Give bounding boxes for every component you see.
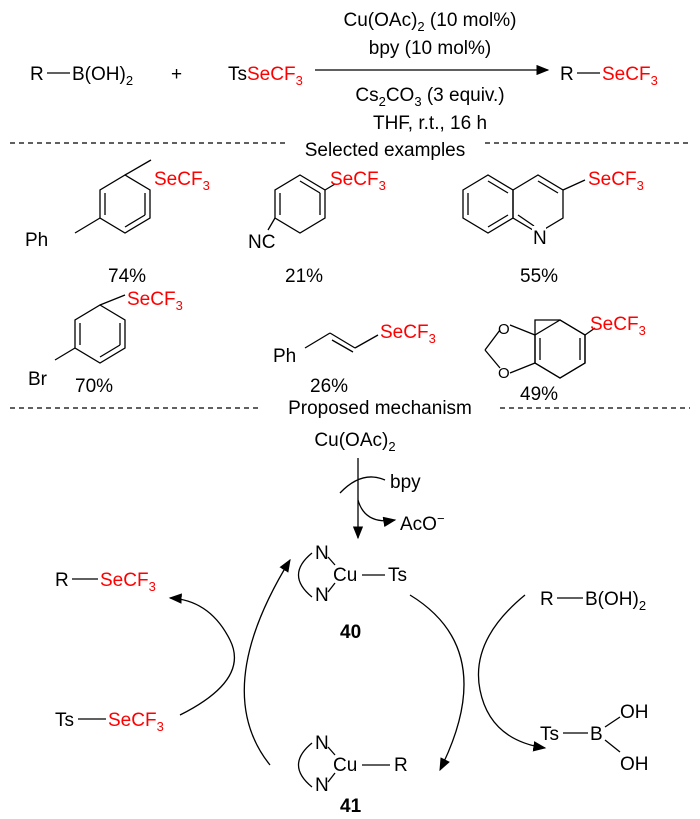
product-release-arrow [168, 593, 235, 716]
svg-text:Cu: Cu [333, 755, 357, 776]
ligand-label: bpy (10 mol%) [369, 38, 492, 59]
svg-text:N: N [533, 228, 547, 249]
reactant-tssecf3: TsSeCF3 [228, 64, 303, 88]
svg-text:SeCF3: SeCF3 [590, 314, 646, 338]
aco-out-arrow [357, 499, 397, 528]
complex-40: N N Cu Ts 40 [297, 543, 407, 643]
svg-text:OH: OH [620, 754, 649, 775]
label-41: 41 [340, 796, 362, 817]
svg-text:Ph: Ph [273, 346, 296, 367]
catalyst-label: Cu(OAc)2 (10 mol%) [344, 10, 517, 34]
svg-text:N: N [315, 775, 329, 796]
label-40: 40 [340, 622, 361, 643]
mechanism-product: R SeCF3 [55, 570, 156, 594]
plus-sign: + [171, 64, 182, 85]
svg-text:R: R [560, 64, 574, 85]
svg-text:SeCF3: SeCF3 [380, 322, 436, 346]
cu-oac2: Cu(OAc)2 [314, 430, 395, 454]
example-benzodioxole: O O SeCF3 49% [484, 314, 646, 405]
svg-text:N: N [315, 733, 329, 754]
conditions-label: THF, r.t., 16 h [373, 113, 487, 134]
svg-text:Br: Br [28, 369, 48, 390]
svg-text:R: R [394, 755, 408, 776]
base-label: Cs2CO3 (3 equiv.) [355, 85, 504, 109]
product: R SeCF3 [560, 64, 658, 88]
svg-text:B(OH)2: B(OH)2 [585, 589, 646, 613]
svg-text:O: O [498, 321, 510, 338]
example-quinoline: N SeCF3 55% [462, 169, 644, 287]
r-group: R [30, 64, 44, 85]
aco-label: AcO− [400, 511, 445, 535]
reactant-boronic-acid: R B(OH)2 [30, 64, 133, 88]
section-title-mechanism: Proposed mechanism [288, 398, 472, 419]
mechanism-ts-boron: Ts B OH OH [540, 702, 649, 775]
svg-text:NC: NC [248, 232, 275, 253]
svg-text:B: B [590, 724, 603, 745]
svg-text:SeCF3: SeCF3 [154, 169, 210, 193]
svg-text:Ph: Ph [25, 230, 48, 251]
svg-text:Ts: Ts [388, 565, 407, 586]
yield: 55% [520, 266, 558, 287]
svg-text:Ts: Ts [55, 710, 74, 731]
mechanism-reagent-tssecf3: Ts SeCF3 [55, 710, 164, 734]
svg-text:Ts: Ts [540, 724, 559, 745]
svg-text:SeCF3: SeCF3 [100, 570, 156, 594]
yield: 74% [108, 266, 146, 287]
complex-41: N N Cu R 41 [297, 733, 408, 817]
svg-text:N: N [315, 585, 329, 606]
example-biphenyl: SeCF3 Ph 74% [25, 159, 210, 287]
svg-text:SeCF3: SeCF3 [588, 169, 644, 193]
svg-text:OH: OH [620, 702, 649, 723]
yield: 70% [75, 376, 113, 397]
boron-exchange-arrow [477, 594, 547, 752]
reductive-elimination-arrow [243, 558, 291, 766]
svg-text:SeCF3: SeCF3 [108, 710, 164, 734]
svg-text:N: N [315, 543, 329, 564]
svg-text:O: O [498, 365, 510, 382]
yield: 21% [285, 266, 323, 287]
svg-text:SeCF3: SeCF3 [330, 169, 386, 193]
transmetalation-arrow [409, 594, 465, 772]
example-benzonitrile: SeCF3 NC 21% [248, 169, 386, 287]
svg-text:R: R [55, 570, 69, 591]
section-title-examples: Selected examples [305, 140, 466, 161]
svg-text:SeCF3: SeCF3 [602, 64, 658, 88]
bpy-label: bpy [390, 472, 421, 493]
yield: 49% [520, 384, 558, 405]
svg-text:Cu: Cu [333, 565, 357, 586]
mechanism-boronic-acid: R B(OH)2 [540, 589, 646, 613]
bpy-in-arrow [339, 476, 386, 494]
example-styryl: Ph SeCF3 26% [273, 322, 436, 397]
svg-text:R: R [540, 589, 554, 610]
svg-text:SeCF3: SeCF3 [127, 289, 183, 313]
boronic-group: B(OH)2 [72, 64, 133, 88]
example-bromobenzene: SeCF3 Br 70% [28, 289, 183, 397]
yield: 26% [310, 376, 348, 397]
